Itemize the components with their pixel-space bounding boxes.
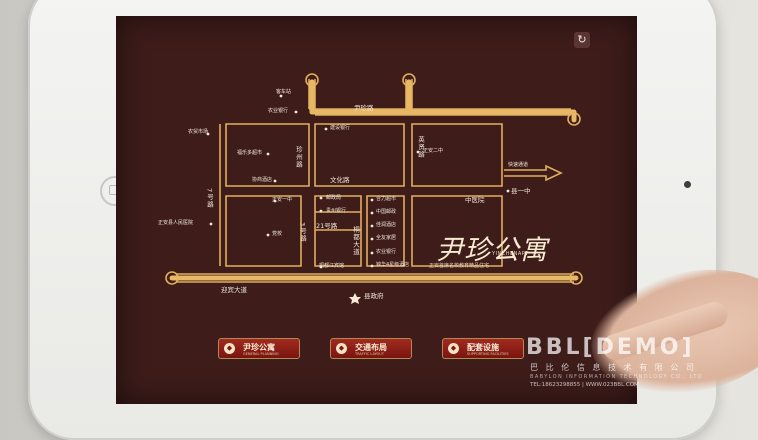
watermark-logo: BBL[DEMO] — [526, 335, 695, 360]
label-hezuo: 合力超市 — [376, 196, 397, 202]
label-county-gov: 县政府 — [364, 292, 384, 300]
refresh-button[interactable]: ↻ — [574, 32, 590, 48]
brand-slogan: 正安首席名校教育精品住宅 — [429, 263, 490, 269]
label-road-tongdu: 桐都大道 — [351, 226, 360, 256]
label-road-zhenzhou: 珍州路 — [294, 146, 303, 169]
label-quanyou: 全友家居 — [376, 235, 397, 241]
nav-button-traffic-label: 交通布局 — [355, 343, 387, 352]
label-road-21: 21号路 — [316, 222, 338, 230]
nav-button-apartment[interactable]: ◆ 尹珍公寓 GENERAL PLANNING — [218, 338, 300, 359]
label-county-one: 县一中 — [511, 187, 531, 195]
label-road-fast: 快速通道 — [508, 162, 529, 168]
label-tongdu-hotel: 桐都江宾馆 — [319, 263, 345, 269]
label-middle-school: 中医院 — [465, 196, 485, 204]
label-road-yingxian: 英贤路 — [416, 136, 425, 159]
county-gov-star — [349, 293, 361, 304]
brand-english: YINZHENAPT — [492, 251, 529, 257]
nav-button-traffic[interactable]: ◆ 交通布局 TRAFFIC LAYOUT — [330, 338, 412, 359]
brand-title: 尹珍公寓 — [436, 235, 548, 266]
label-road-7: 7号路 — [205, 188, 214, 209]
nav-button-apartment-sub: GENERAL PLANNING — [243, 352, 279, 356]
label-fuleduo: 福乐多超市 — [237, 150, 263, 156]
label-keche: 客车站 — [276, 89, 292, 95]
watermark-tel: TEL:18623298855 | WWW.023BBL.COM — [530, 382, 639, 388]
label-nongye-bank: 农业银行 — [268, 108, 289, 114]
nav-button-facilities-label: 配套设施 — [467, 343, 499, 352]
label-nonghe: 农业银行 — [376, 249, 397, 255]
traffic-icon: ◆ — [336, 343, 347, 354]
label-road-wenhua: 文化路 — [330, 176, 350, 184]
label-renmin-hospital: 正安县人民医院 — [158, 220, 194, 226]
label-road-yingbin: 迎宾大道 — [221, 286, 247, 294]
camera-icon — [684, 181, 691, 188]
label-youzheng: 邮政局 — [326, 195, 342, 201]
label-zhengan-er: 正安二中 — [423, 148, 444, 154]
label-guizhou-bank: 贵州银行 — [326, 208, 347, 214]
nav-button-facilities[interactable]: ◆ 配套设施 SUPPORTING FACILITIES — [442, 338, 524, 359]
label-liangzhu: 锦华4星级酒店 — [376, 262, 410, 268]
facilities-icon: ◆ — [448, 343, 459, 354]
apartment-icon: ◆ — [224, 343, 235, 354]
refresh-icon: ↻ — [577, 33, 587, 46]
nav-button-apartment-label: 尹珍公寓 — [243, 343, 275, 352]
label-xinxin: 佳润酒店 — [376, 222, 397, 228]
nav-button-traffic-sub: TRAFFIC LAYOUT — [355, 352, 384, 356]
nav-button-facilities-sub: SUPPORTING FACILITIES — [467, 352, 509, 356]
label-road-3: 3号路 — [298, 222, 307, 243]
label-zhongguo-youzheng: 中国邮政 — [376, 209, 397, 215]
road-map — [165, 73, 583, 304]
watermark-company-cn: 巴比伦信息技术有限公司 — [530, 363, 702, 372]
label-nongmao: 农贸市场 — [188, 129, 209, 135]
watermark-company-en: BABYLON INFORMATION TECHNOLOGY CO., LTD — [530, 374, 704, 380]
app-screen: 客车站 农业银行 尹珍路 农贸市场 福乐多超市 协商酒店 珍州路 建设银行 文化… — [116, 16, 637, 404]
label-xiezuo: 协商酒店 — [252, 177, 273, 183]
label-jianshe-bank: 建设银行 — [330, 125, 351, 131]
label-dangxiao: 党校 — [272, 231, 283, 237]
label-road-yinzhen: 尹珍路 — [354, 104, 374, 112]
label-zhengan-yi: 正安一中 — [272, 197, 293, 203]
